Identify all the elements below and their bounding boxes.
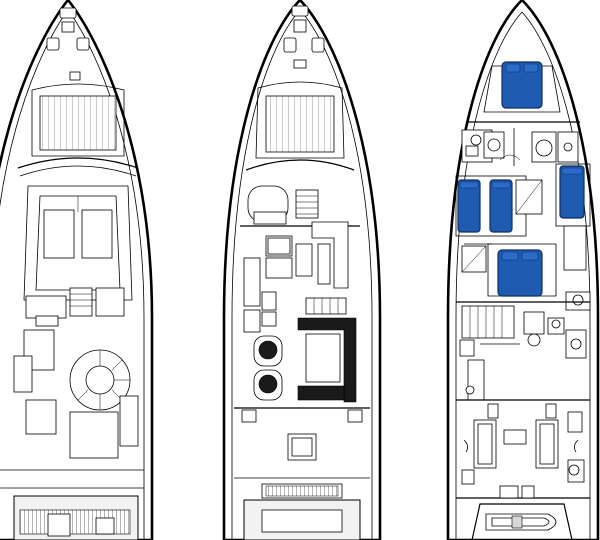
bunk-bed-starboard xyxy=(489,179,513,233)
master-cabin-bed xyxy=(497,249,543,297)
main-deck xyxy=(222,0,382,540)
forward-cabin-bed xyxy=(501,61,543,109)
flybridge-deck xyxy=(0,0,154,540)
starboard-cabin-bed xyxy=(559,165,585,219)
bunk-bed-port xyxy=(457,179,481,233)
lower-deck xyxy=(446,0,600,540)
flybridge-hull-outline xyxy=(0,0,154,540)
